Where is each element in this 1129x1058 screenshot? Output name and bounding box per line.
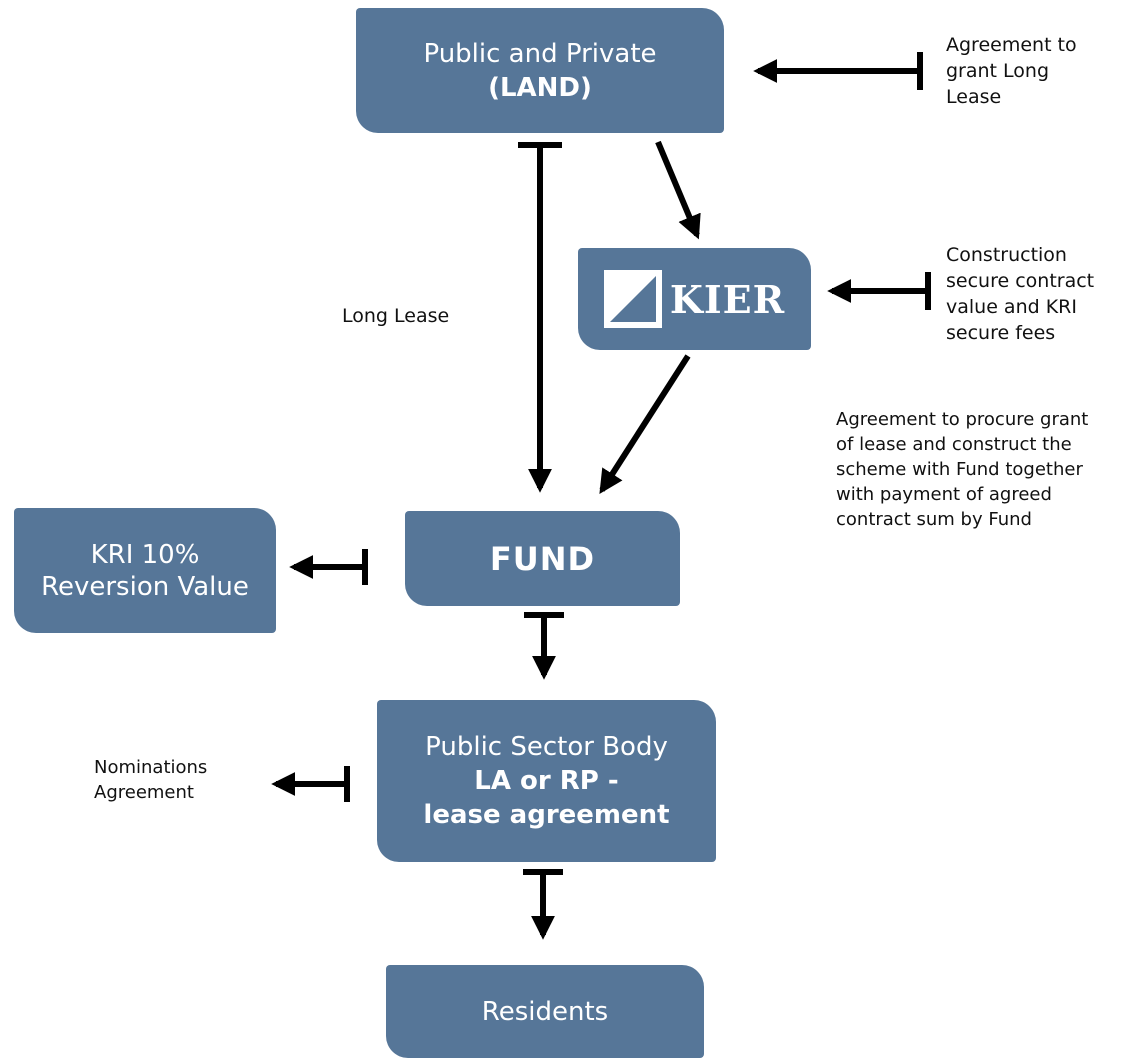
annotation-agreement-long-lease: Agreement to grant Long Lease <box>946 34 1077 108</box>
annotation-long-lease: Long Lease <box>342 305 450 327</box>
node-kri: KRI 10% Reversion Value <box>14 508 276 633</box>
node-residents-label: Residents <box>481 996 609 1027</box>
node-public-sector-line1: Public Sector Body <box>425 732 668 762</box>
node-kri-line1: KRI 10% <box>90 539 200 570</box>
kier-logo-text: KIER <box>669 276 786 322</box>
edge-kier-to-fund <box>599 354 691 495</box>
edge-land-to-fund <box>518 142 562 493</box>
node-land-line1: Public and Private <box>423 38 657 69</box>
node-residents: Residents <box>386 965 704 1058</box>
annotation-nominations: Nominations Agreement <box>94 757 208 803</box>
node-public-sector-line2: LA or RP - <box>474 766 619 796</box>
node-kri-line2: Reversion Value <box>41 571 249 602</box>
annotation-procure: Agreement to procure grant of lease and … <box>836 409 1089 530</box>
annotation-construction: Construction secure contract value and K… <box>946 244 1095 344</box>
kier-logo-icon <box>603 270 662 328</box>
edge-land-to-kier <box>655 140 701 240</box>
node-fund-label: FUND <box>489 539 596 578</box>
edge-public-sector-to-residents <box>523 869 563 940</box>
edge-fund-to-public-sector <box>524 612 564 680</box>
node-land-line2: (LAND) <box>488 72 592 103</box>
edge-agreement-to-land <box>753 52 923 90</box>
node-fund: FUND <box>405 511 680 606</box>
node-public-sector: Public Sector Body LA or RP - lease agre… <box>377 700 716 862</box>
kier-logo: KIER <box>603 270 786 328</box>
edge-construction-to-kier <box>827 272 931 310</box>
edge-fund-to-kri <box>289 549 368 585</box>
edge-public-sector-to-nominations <box>271 766 350 802</box>
node-kier: KIER <box>578 248 811 350</box>
node-public-sector-line3: lease agreement <box>423 800 670 830</box>
node-land: Public and Private (LAND) <box>356 8 724 133</box>
